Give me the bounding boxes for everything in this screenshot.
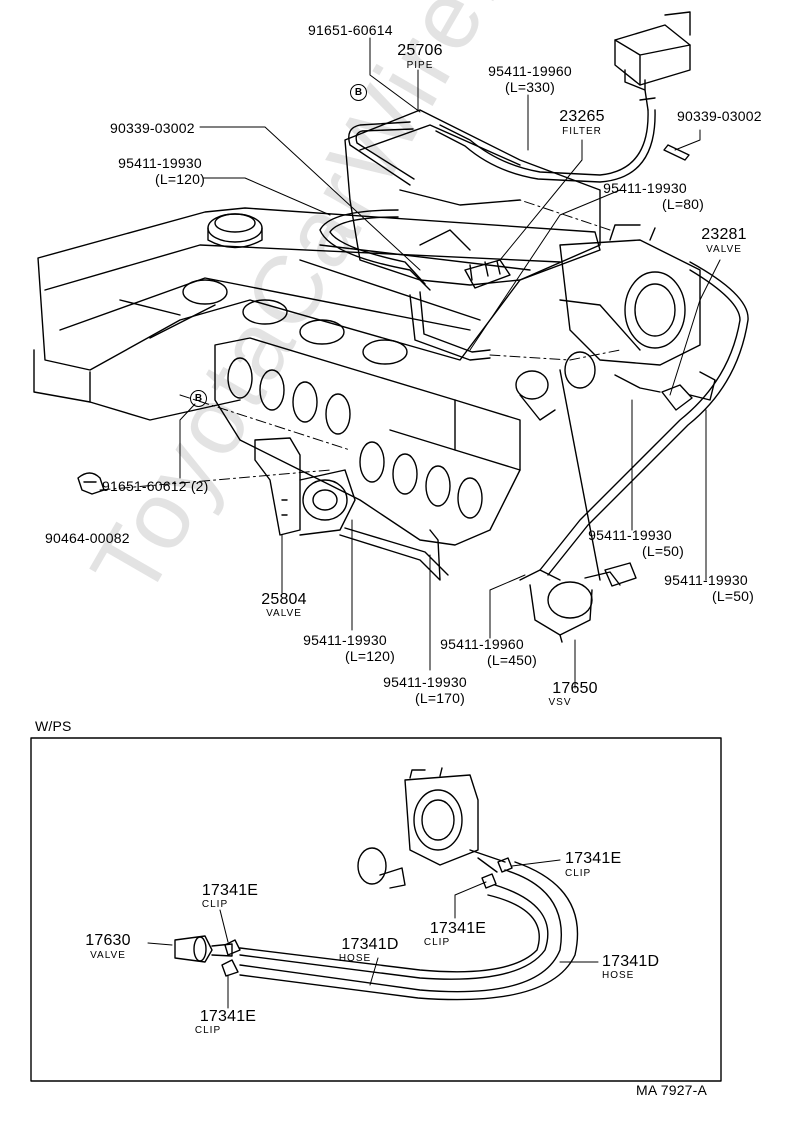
callout-25804-number: 25804 [261, 591, 307, 608]
marker-b-left: B [190, 390, 207, 407]
callout-23265-number: 23265 [559, 108, 605, 125]
callout-25706-number: 25706 [397, 42, 443, 59]
inset-heading: W/PS [35, 718, 72, 734]
inset-callout-17341d-center-number: 17341D [341, 936, 399, 953]
inset-valve-17630 [174, 935, 233, 963]
callout-95411-19960-top-length: (L=330) [504, 79, 556, 95]
callout-95411-19960-top-number: 95411-19960 [488, 63, 572, 79]
inset-leader-lines [147, 859, 599, 1009]
leader-lines [179, 37, 721, 689]
inset-callout-17341e-left-bottom-name: CLIP [194, 1025, 222, 1036]
inset-callout-17630-name: VALVE [90, 950, 126, 961]
inset-callout-17341e-left-top-number: 17341E [201, 882, 259, 899]
callout-95411-19930-l80-length: (L=80) [661, 196, 705, 212]
figure-code: MA 7927-A [636, 1082, 708, 1098]
callout-95411-19930-l120b-length: (L=120) [344, 648, 396, 664]
callout-95411-19930-l120b-number: 95411-19930 [303, 632, 387, 648]
callout-23281-number: 23281 [701, 226, 747, 243]
callout-95411-19930-l50a-number: 95411-19930 [588, 527, 672, 543]
vacuum-hoses [319, 109, 749, 581]
callout-25706-name: PIPE [406, 60, 434, 71]
callout-95411-19930-l120a-length: (L=120) [154, 171, 206, 187]
inset-callout-17630-number: 17630 [85, 932, 131, 949]
charcoal-canister [614, 11, 691, 111]
callout-95411-19930-l50b-length: (L=50) [711, 588, 755, 604]
valve-23281 [515, 351, 693, 421]
inset-frame [30, 737, 722, 1082]
inset-callout-17341e-left-bottom-number: 17341E [199, 1008, 257, 1025]
inset-callout-17341d-center-name: HOSE [338, 953, 372, 964]
inset-callout-17341e-top-right-name: CLIP [565, 868, 592, 879]
callout-91651-60614: 91651-60614 [308, 22, 393, 38]
air-intake-chamber [344, 109, 601, 286]
vsv-17650 [519, 562, 637, 643]
callout-95411-19930-l170-number: 95411-19930 [383, 674, 467, 690]
throttle-body [559, 224, 701, 366]
dash-leaders [99, 199, 621, 491]
callout-90339-03002-left: 90339-03002 [110, 120, 195, 136]
inset-callout-17341d-right-number: 17341D [602, 953, 660, 970]
callout-95411-19930-l80-number: 95411-19930 [603, 180, 687, 196]
inset-callout-17341d-right-name: HOSE [602, 970, 635, 981]
callout-95411-19930-l120a-number: 95411-19930 [118, 155, 202, 171]
callout-23281-name: VALVE [706, 244, 742, 255]
inset-throttle-body [357, 767, 506, 889]
callout-90464-00082: 90464-00082 [45, 530, 130, 546]
inset-callout-17341e-top-right-number: 17341E [565, 850, 622, 867]
callout-95411-19960-bottom-number: 95411-19960 [440, 636, 524, 652]
marker-b-top: B [350, 84, 367, 101]
valve-25804 [254, 437, 356, 536]
inset-callout-17341e-center-number: 17341E [429, 920, 487, 937]
callout-17650-number: 17650 [552, 680, 598, 697]
inset-clips [221, 857, 513, 977]
callout-95411-19930-l50a-length: (L=50) [641, 543, 685, 559]
callout-95411-19960-bottom-length: (L=450) [486, 652, 538, 668]
intake-manifold [214, 337, 521, 546]
filter-23265 [464, 259, 511, 289]
inset-callout-17341e-center-name: CLIP [423, 937, 451, 948]
engine-cam-cover [33, 207, 601, 421]
callout-95411-19930-l50b-number: 95411-19930 [664, 572, 748, 588]
callout-90339-03002-right: 90339-03002 [677, 108, 762, 124]
callout-17650-name: VSV [548, 697, 572, 708]
inset-callout-17341e-left-top-name: CLIP [201, 899, 229, 910]
hose-piece-small [663, 144, 690, 161]
callout-23265-name: FILTER [562, 126, 602, 137]
callout-25804-name: VALVE [266, 608, 302, 619]
callout-91651-60612: 91651-60612 (2) [102, 478, 209, 494]
inset-hoses [239, 861, 579, 1001]
callout-95411-19930-l170-length: (L=170) [414, 690, 466, 706]
clip-90464 [77, 472, 105, 495]
